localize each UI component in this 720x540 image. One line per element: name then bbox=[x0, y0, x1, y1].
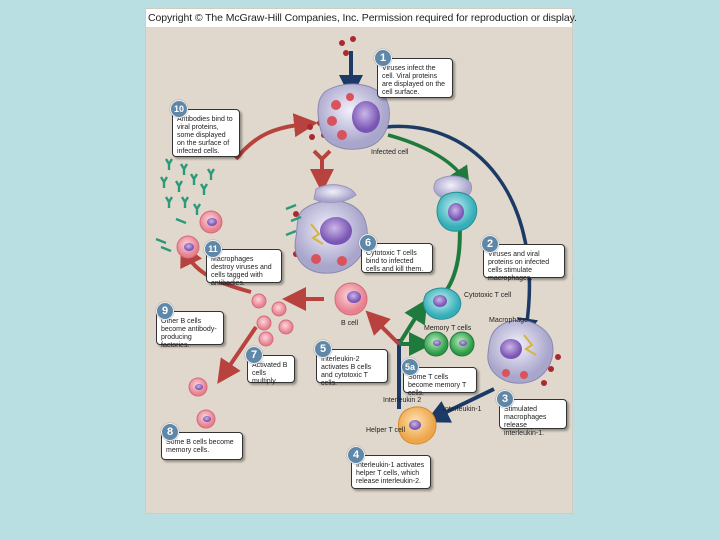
step-4-text: Interleukin-1 activates helper T cells, … bbox=[356, 462, 425, 485]
arrow-infected-to-cytotoxic bbox=[387, 133, 470, 188]
callout-step-2: Viruses and viral proteins on infected c… bbox=[483, 244, 565, 282]
activated-b-cells bbox=[251, 293, 294, 347]
label-helper-t-cell: Helper T cell bbox=[366, 427, 406, 434]
step-6-text: Cytotoxic T cells bind to infected cells… bbox=[366, 250, 424, 273]
step-badge-9: 9 bbox=[156, 302, 174, 320]
memory-t-cells bbox=[423, 331, 475, 357]
b-cell bbox=[334, 282, 368, 316]
label-cytotoxic-t-cell: Cytotoxic T cell bbox=[464, 292, 512, 299]
label-b-cell: B cell bbox=[341, 320, 359, 327]
step-badge-5a: 5a bbox=[401, 358, 419, 376]
callout-step-10: Antibodies bind to viral proteins, some … bbox=[172, 109, 240, 157]
step-8-text: Some B cells become memory cells. bbox=[166, 439, 234, 454]
step-11-text: Macrophages destroy viruses and cells ta… bbox=[211, 256, 272, 287]
arrow-to-cytotoxic-tcell bbox=[397, 298, 428, 346]
arrow-antibody-y-down bbox=[314, 149, 330, 181]
callout-step-7: Activated B cells multiply. bbox=[247, 355, 295, 385]
callout-step-11: Macrophages destroy viruses and cells ta… bbox=[206, 249, 282, 287]
macrophage bbox=[487, 319, 554, 384]
cytotoxic-t-cell bbox=[423, 287, 462, 320]
step-badge-7: 7 bbox=[245, 346, 263, 364]
step-badge-6: 6 bbox=[359, 234, 377, 252]
infected-cell bbox=[317, 83, 390, 150]
callout-step-4: Interleukin-1 activates helper T cells, … bbox=[351, 455, 431, 489]
copyright-notice: Copyright © The McGraw-Hill Companies, I… bbox=[146, 9, 577, 27]
arrow-to-bcell bbox=[365, 310, 401, 346]
antibodies bbox=[155, 158, 302, 253]
step-badge-1: 1 bbox=[374, 49, 392, 67]
label-interleukin-2: Interleukin 2 bbox=[383, 397, 422, 404]
diagram-panel: Copyright © The McGraw-Hill Companies, I… bbox=[145, 8, 577, 514]
arrow-interleukin1 bbox=[425, 387, 495, 423]
step-3-text: Stimulated macrophages release interleuk… bbox=[504, 406, 547, 437]
helper-t-cell bbox=[398, 406, 437, 445]
step-1-text: Viruses infect the cell. Viral proteins … bbox=[382, 65, 446, 96]
step-2-text: Viruses and viral proteins on infected c… bbox=[488, 251, 550, 282]
step-10-text: Antibodies bind to viral proteins, some … bbox=[177, 116, 233, 155]
arrow-to-memory-bcell bbox=[217, 325, 258, 384]
step-9-text: Other B cells become antibody-producing … bbox=[161, 318, 217, 349]
step-5a-text: Some T cells become memory T cells. bbox=[408, 374, 467, 397]
step-7-text: Activated B cells multiply. bbox=[252, 362, 288, 385]
label-infected-cell: Infected cell bbox=[371, 149, 409, 156]
label-interleukin-1: Interleukin-1 bbox=[443, 406, 482, 413]
step-badge-3: 3 bbox=[496, 390, 514, 408]
step-badge-10: 10 bbox=[170, 100, 188, 118]
step-badge-2: 2 bbox=[481, 235, 499, 253]
arrow-infected-to-macrophage bbox=[385, 124, 538, 340]
label-macrophage: Macrophage bbox=[489, 317, 528, 324]
step-badge-5: 5 bbox=[314, 340, 332, 358]
macrophage-engulfing bbox=[294, 184, 368, 274]
cytotoxic-t-cell-attacking bbox=[436, 191, 478, 232]
callout-step-1: Viruses infect the cell. Viral proteins … bbox=[377, 58, 453, 98]
callout-step-3: Stimulated macrophages release interleuk… bbox=[499, 399, 567, 437]
step-badge-11: 11 bbox=[204, 240, 222, 258]
step-badge-4: 4 bbox=[347, 446, 365, 464]
step-5-text: Interleukin-2 activates B cells and cyto… bbox=[321, 356, 372, 387]
step-badge-8: 8 bbox=[161, 423, 179, 441]
immune-response-illustration bbox=[155, 36, 561, 445]
label-memory-t-cells: Memory T cells bbox=[424, 325, 472, 332]
arrow-antibodies-to-virus bbox=[234, 113, 318, 161]
